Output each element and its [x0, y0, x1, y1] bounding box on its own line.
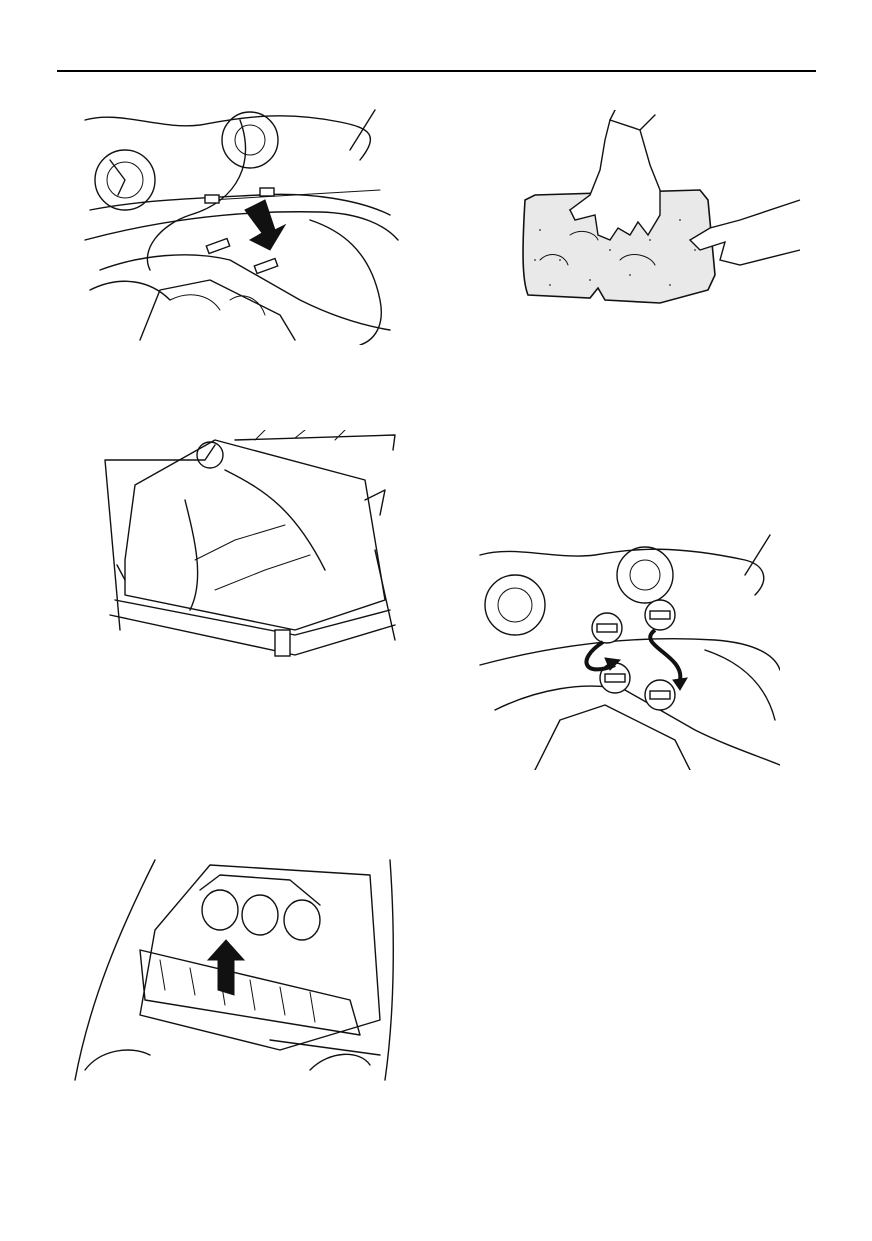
figure-filter-washing — [510, 110, 810, 310]
figure-connector-clip-installation — [475, 530, 780, 770]
figure-connector-clip-removal — [80, 100, 400, 345]
header-rule — [57, 70, 816, 72]
figure-filter-case-cover — [95, 430, 400, 665]
figure-filter-element-removal — [70, 850, 405, 1090]
